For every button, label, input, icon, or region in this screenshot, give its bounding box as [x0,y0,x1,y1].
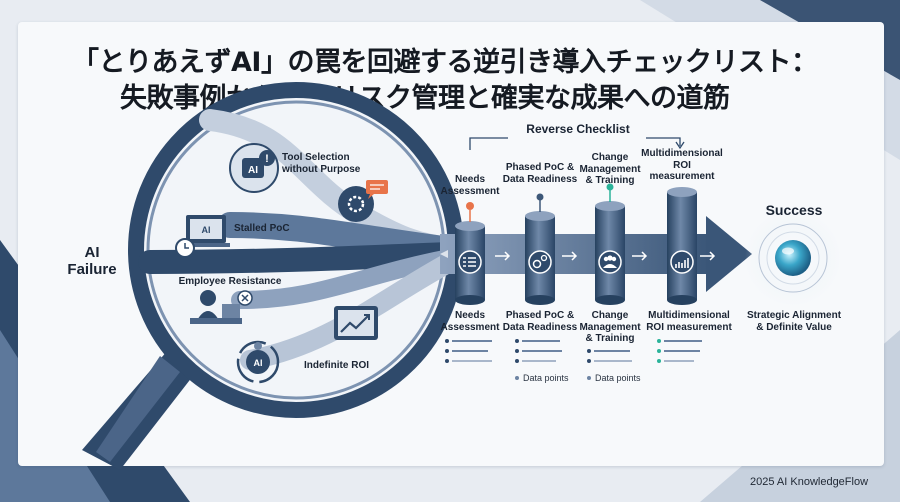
ai-failure-label: AI Failure [67,244,117,279]
step-3-bottom-label: Change Management & Training [579,310,641,344]
svg-text:AI: AI [248,165,258,176]
ai-cycle-icon: AI [236,340,280,384]
reverse-checklist-bracket [469,137,685,150]
step-1-top-label: Needs Assessment [440,174,500,197]
bar-chart-icon [670,250,694,274]
page-title-line1: 「とりあえずAI」の罠を回避する逆引き導入チェックリスト： [72,47,818,78]
trend-chart-icon [334,306,378,340]
gear-head-speech-icon [338,180,388,222]
pillar-markers [466,183,614,222]
footer-credit: 2025 AI KnowledgeFlow [750,476,869,488]
person-resistance-icon [190,290,253,324]
step-3-top-label: Change Management & Training [579,152,641,186]
failure-item-stalled-poc: Stalled PoC [234,223,290,234]
svg-text:!: ! [265,153,269,165]
checklist-icon [458,250,482,274]
step-2-top-label: Phased PoC & Data Readiness [502,162,578,185]
step-2-bottom-label: Phased PoC & Data Readiness [502,310,578,333]
people-icon [598,250,622,274]
success-orb-icon [745,210,841,306]
failure-item-indefinite-roi: Indefinite ROI [304,360,369,371]
failure-item-employee-resistance: Employee Resistance [178,276,282,287]
reverse-checklist-title: Reverse Checklist [526,122,630,136]
success-subtitle: Strategic Alignment & Definite Value [746,310,842,333]
step-2-data-points: Data points [523,373,569,383]
step-4-bottom-label: Multidimensional ROI measurement [646,310,732,333]
step-3-data-points: Data points [595,373,641,383]
magnifier-handle [82,350,196,470]
step-1-bottom-label: Needs Assessment [440,310,500,333]
svg-text:AI: AI [202,225,211,235]
success-label: Success [765,202,823,218]
failure-item-tool-selection: Tool Selection without Purpose [282,152,361,175]
step-detail-bullets [445,339,702,380]
ai-chip-question-icon: AI ! [229,143,279,193]
step-4-top-label: Multidimensional ROI measurement [641,148,723,182]
gears-icon [528,250,552,274]
svg-text:AI: AI [254,358,263,368]
stalled-laptop-clock-icon: AI [175,215,230,258]
